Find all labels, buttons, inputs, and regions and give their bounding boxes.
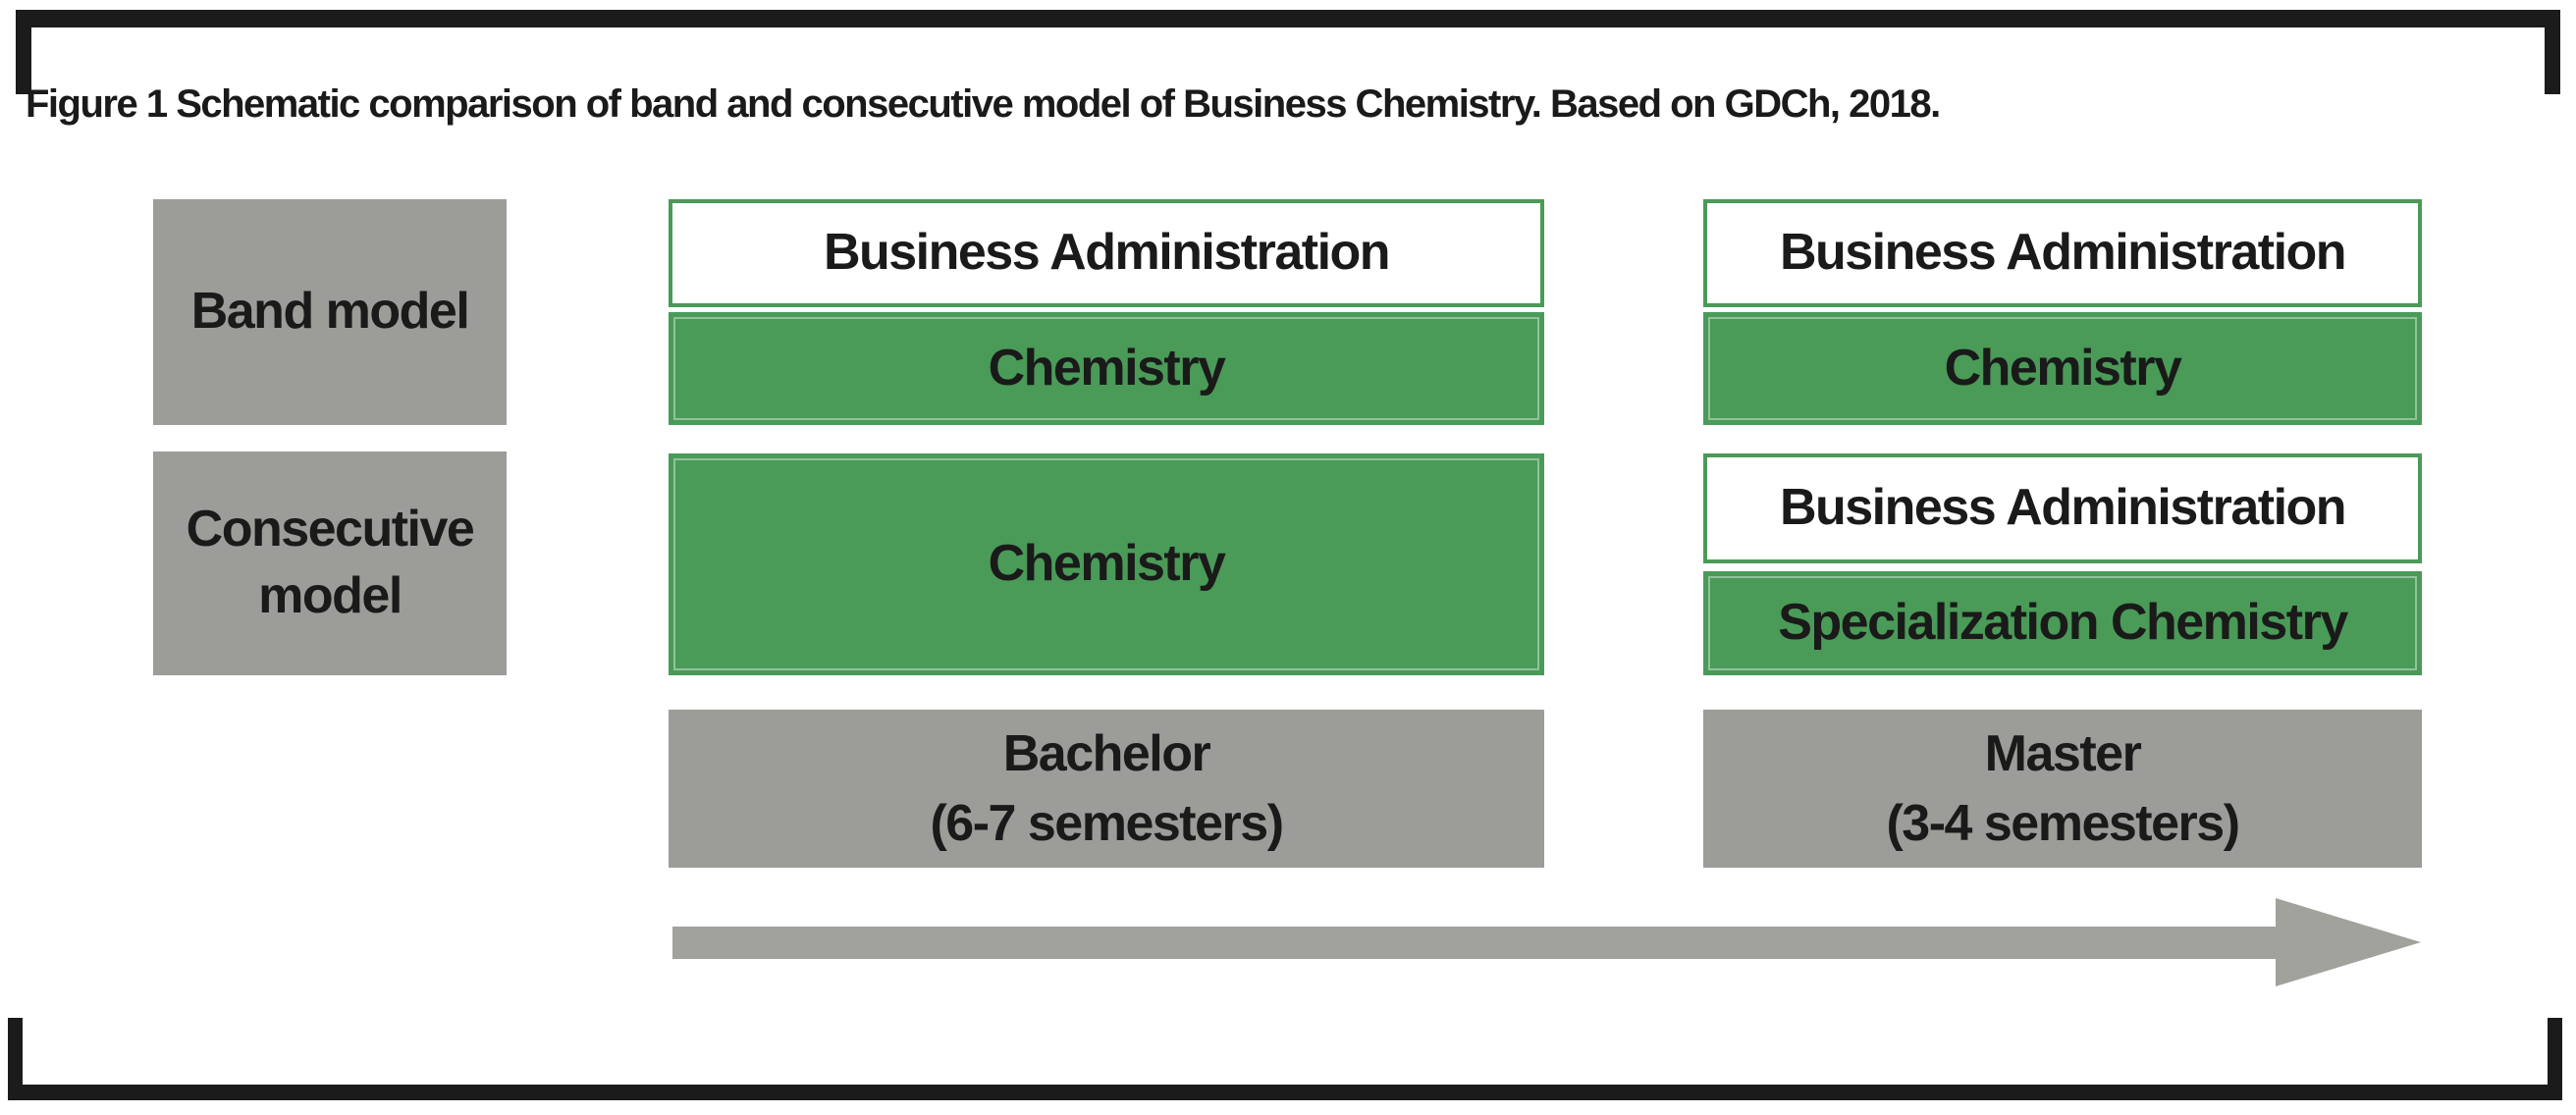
stage-master-title: Master (1984, 725, 2142, 783)
row-label-band-model: Band model (153, 199, 507, 425)
frame-top-line (16, 10, 2560, 27)
band-master-chemistry-label: Chemistry (1944, 339, 2182, 397)
frame-bottom-right-corner (2548, 1018, 2562, 1100)
row-label-consecutive-model: Consecutive model (153, 451, 507, 675)
stage-bachelor-duration: (6-7 semesters) (930, 794, 1284, 852)
stage-master-duration: (3-4 semesters) (1886, 794, 2240, 852)
consecutive-master-specialization-chemistry-label: Specialization Chemistry (1778, 594, 2348, 652)
band-model-bachelor-group: Business Administration Chemistry (669, 199, 1544, 425)
band-bachelor-chemistry-box: Chemistry (669, 312, 1544, 425)
band-bachelor-business-administration-box: Business Administration (669, 199, 1544, 307)
consecutive-master-group: Business Administration Specialization C… (1703, 453, 2422, 675)
consecutive-master-specialization-chemistry-box: Specialization Chemistry (1703, 571, 2422, 675)
band-model-master-group: Business Administration Chemistry (1703, 199, 2422, 425)
consecutive-bachelor-chemistry-label: Chemistry (988, 535, 1226, 593)
frame-bottom-line (8, 1085, 2562, 1100)
stage-box-master: Master (3-4 semesters) (1703, 710, 2422, 868)
stage-bachelor-title: Bachelor (1002, 725, 1211, 783)
consecutive-master-business-administration-box: Business Administration (1703, 453, 2422, 563)
frame-top-left-corner (16, 10, 31, 94)
band-master-business-administration-box: Business Administration (1703, 199, 2422, 307)
frame-bottom-left-corner (8, 1018, 23, 1100)
stage-box-bachelor: Bachelor (6-7 semesters) (669, 710, 1544, 868)
frame-top-right-corner (2545, 10, 2560, 94)
band-master-chemistry-box: Chemistry (1703, 312, 2422, 425)
band-bachelor-chemistry-label: Chemistry (988, 339, 1226, 397)
figure-caption: Figure 1 Schematic comparison of band an… (26, 82, 1941, 126)
consecutive-bachelor-chemistry-box: Chemistry (669, 453, 1544, 675)
